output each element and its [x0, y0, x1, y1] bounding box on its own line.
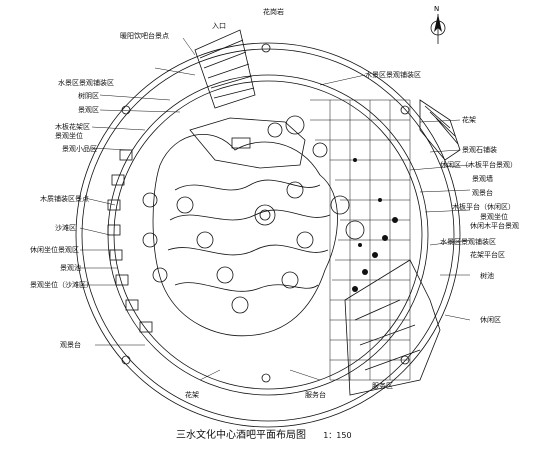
label-l7: 景观小品区 — [62, 145, 97, 153]
bar-counter — [231, 137, 251, 149]
north-letter: N — [434, 5, 440, 13]
label-r14: 服务区 — [372, 382, 393, 390]
entrance-stairs — [194, 29, 256, 109]
drawing-title: 三水文化中心酒吧平面布局图 — [176, 430, 306, 441]
label-r13: 休闲区 — [480, 316, 501, 324]
label-r5: 景观墙 — [472, 175, 493, 183]
drawing-title-block: 三水文化中心酒吧平面布局图 1：150 — [176, 426, 352, 441]
label-r1: 水景区景观铺装区 — [365, 71, 421, 79]
outer-ring — [75, 42, 461, 428]
label-floor: 花岗岩 — [263, 8, 284, 16]
service-building — [344, 259, 441, 396]
label-l6: 景观坐位 — [55, 132, 83, 140]
label-l1: 暖阳饮吧台景点 — [120, 32, 169, 40]
bar-building — [189, 117, 306, 169]
label-r7: 木板平台（休闲区） — [452, 203, 515, 211]
label-l12: 休闲坐位景观区 — [30, 246, 79, 254]
garden-path-2 — [169, 209, 331, 221]
label-b1: 花架 — [185, 391, 199, 399]
mid-ring — [107, 74, 429, 396]
label-entrance: 入口 — [212, 22, 226, 30]
label-l17: 观景台 — [60, 341, 81, 349]
fountain — [254, 204, 276, 226]
north-arrow: N — [426, 5, 450, 46]
right-stairs — [419, 99, 461, 161]
label-l13: 景观池 — [60, 264, 81, 272]
columns — [121, 43, 410, 383]
trees — [142, 115, 365, 314]
outer-ring-inner — [81, 48, 455, 422]
label-l9: 木质铺装区景点 — [40, 195, 89, 203]
label-l3: 树阴区 — [78, 92, 99, 100]
label-l10: 沙滩区 — [55, 224, 76, 232]
garden-path-1 — [174, 179, 321, 191]
label-r8: 景观坐位 — [480, 213, 508, 221]
seating-left — [107, 149, 153, 333]
label-l4: 景观区 — [78, 106, 99, 114]
label-r11: 花架平台区 — [470, 251, 505, 259]
leader-lines — [78, 37, 471, 381]
label-r10: 水景区景观铺装区 — [440, 238, 496, 246]
mid-ring-inner — [113, 80, 423, 390]
label-l14: 景观坐位（沙滩区） — [30, 281, 93, 289]
label-r3: 景观石铺装 — [462, 146, 497, 154]
label-l2: 水景区景观铺装区 — [58, 79, 114, 87]
label-r12: 树池 — [480, 272, 494, 280]
drawing-scale: 1：150 — [323, 431, 352, 440]
deck-grid — [310, 99, 411, 381]
label-l5: 木板花架区 — [55, 123, 90, 131]
shrub-dots — [352, 158, 398, 292]
label-r9: 休闲木平台景观 — [470, 222, 519, 230]
label-r4: 休闲区（木板平台景观） — [440, 161, 517, 169]
north-arrow-icon — [430, 14, 446, 44]
label-r6: 观景台 — [472, 189, 493, 197]
garden-path-4 — [174, 282, 319, 292]
garden-path-3 — [167, 244, 329, 256]
central-garden — [152, 134, 338, 337]
label-r2: 花架 — [462, 116, 476, 124]
label-b2: 服务台 — [305, 391, 326, 399]
